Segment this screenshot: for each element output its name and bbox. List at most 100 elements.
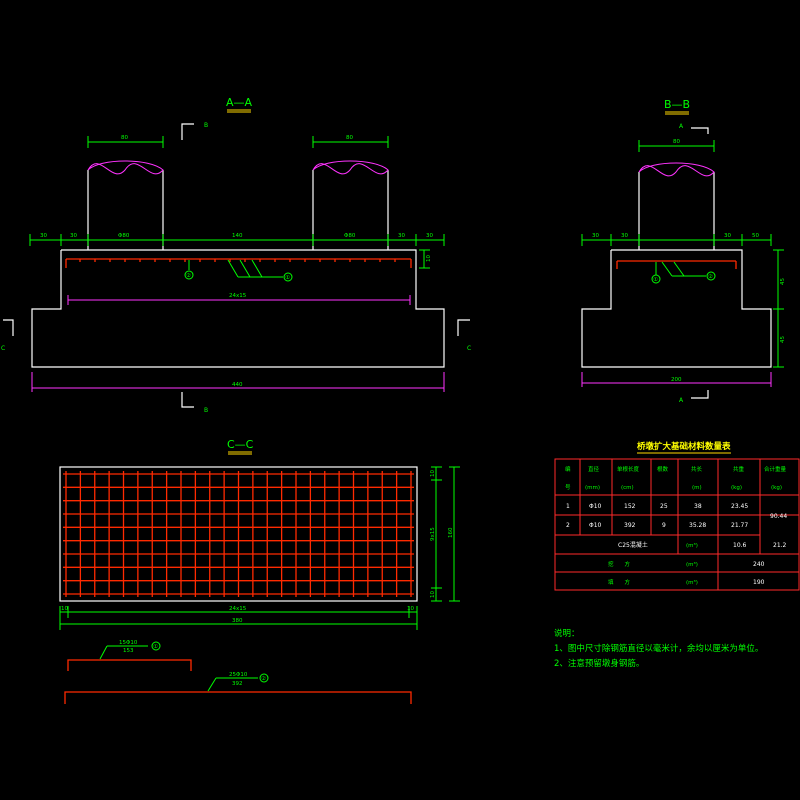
td-2-6: 21.77: [731, 522, 748, 529]
cc-dim-h10: 10: [430, 470, 436, 477]
td-2-1: 2: [566, 522, 570, 529]
bar-2-shape: [64, 691, 412, 704]
bb-callout-1: ①: [653, 277, 658, 283]
bb-col-break: [638, 162, 715, 177]
cc-dim-total: 380: [232, 618, 243, 624]
thsub-6: (kg): [731, 485, 742, 491]
td-fill-label: 填 方: [608, 578, 631, 586]
td-1-5: 38: [694, 503, 702, 510]
cc-dim-h160: 160: [448, 527, 454, 538]
th-1: 编: [565, 465, 571, 473]
bar-details: 15Φ10 153 ① 25Φ10 392 ②: [64, 640, 412, 704]
bb-dim-30b: 30: [621, 233, 628, 239]
section-aa-title: A—A: [226, 96, 253, 109]
aa-footing: [31, 249, 445, 368]
cut-mark-b-top: [181, 123, 194, 140]
aa-dim-phi1: Φ80: [118, 233, 130, 239]
bar-2-callout: ②: [261, 675, 266, 682]
notes-line-1: 1、图中尺寸除钢筋直径以毫米计，余均以厘米为单位。: [554, 643, 763, 654]
thsub-7: (kg): [771, 485, 782, 491]
thsub-1: 号: [565, 484, 571, 491]
bb-dim-h45a: 45: [780, 278, 786, 285]
aa-dim-30a: 30: [40, 233, 47, 239]
section-bb: B—B A A 80 30 30 30 50 ①: [581, 98, 786, 404]
td-concrete-label: C25混凝土: [618, 541, 648, 549]
td-excav-value: 240: [753, 561, 765, 568]
bb-dim-50: 50: [752, 233, 759, 239]
aa-columns: [87, 170, 389, 250]
cc-rebar-mesh: [63, 471, 414, 597]
cc-dim-r10: 10: [407, 606, 414, 612]
aa-callout-2: ②: [186, 272, 191, 279]
td-concrete-v1: 10.6: [733, 542, 747, 549]
aa-col2-break: [312, 160, 389, 175]
cc-dim-l10: 10: [61, 606, 68, 612]
thsub-3: (cm): [621, 485, 634, 491]
cc-outline: [59, 466, 418, 602]
cut-label-a-bottom: A: [679, 397, 684, 404]
th-5: 共长: [691, 465, 703, 473]
aa-dim-mid: 140: [232, 233, 243, 239]
bar-2-length: 392: [232, 681, 243, 687]
td-1-3: 152: [624, 503, 636, 510]
cc-dim-b10: 10: [430, 591, 436, 598]
th-4: 根数: [657, 465, 669, 473]
notes: 说明： 1、图中尺寸除钢筋直径以毫米计，余均以厘米为单位。 2、注意预留墩身钢筋…: [554, 628, 763, 669]
aa-dim-30b: 30: [70, 233, 77, 239]
aa-col1-break: [87, 160, 164, 175]
bb-col-width: 80: [673, 139, 680, 145]
aa-rebar-dots: [79, 259, 396, 262]
td-2-3: 392: [624, 522, 636, 529]
bar-1-length: 153: [123, 648, 134, 654]
notes-title: 说明：: [554, 628, 580, 639]
td-fill-value: 190: [753, 579, 765, 586]
notes-line-2: 2、注意预留墩身钢筋。: [554, 658, 644, 669]
td-2-2: Φ10: [589, 522, 602, 529]
section-bb-title: B—B: [664, 98, 690, 111]
td-total-weight: 90.44: [770, 513, 787, 520]
td-1-1: 1: [566, 503, 570, 510]
aa-dim-30c: 30: [398, 233, 405, 239]
cut-label-b-bottom: B: [204, 407, 208, 414]
td-excav-label: 挖 方: [608, 560, 631, 568]
aa-callout-1: ①: [285, 275, 290, 281]
bb-dim-30c: 30: [724, 233, 731, 239]
th-3: 单根长度: [617, 465, 640, 473]
aa-dim-30d: 30: [426, 233, 433, 239]
bar-2-spec: 25Φ10: [229, 672, 248, 678]
aa-dim-spacing: 24x15: [229, 293, 247, 299]
cut-mark-c-right: [457, 319, 470, 336]
th-2: 直径: [588, 465, 600, 473]
cut-label-c-left: C: [1, 345, 5, 352]
bar-1-callout: ①: [153, 644, 158, 650]
aa-col1-width: 80: [121, 135, 128, 141]
cut-label-b-top: B: [204, 122, 208, 129]
td-1-2: Φ10: [589, 503, 602, 510]
cc-dim-spacing: 24x15: [229, 606, 247, 612]
td-excav-unit: (m³): [686, 561, 698, 568]
table-title: 桥墩扩大基础材料数量表: [637, 441, 731, 452]
cut-mark-c-left: [3, 319, 14, 336]
td-concrete-unit: (m³): [686, 542, 698, 549]
cut-mark-b-bottom: [181, 392, 194, 408]
bb-dim-30a: 30: [592, 233, 599, 239]
aa-dim-phi2: Φ80: [344, 233, 356, 239]
thsub-5: (m): [692, 485, 702, 491]
thsub-2: (mm): [585, 485, 600, 491]
bb-dim-h45b: 45: [780, 336, 786, 343]
bb-dim-total: 200: [671, 377, 682, 383]
td-2-4: 9: [662, 522, 666, 529]
aa-dim-total: 440: [232, 382, 243, 388]
cc-dim-rebar-spacing: 9x15: [430, 527, 436, 541]
th-6: 共重: [733, 465, 745, 473]
td-2-5: 35.28: [689, 522, 706, 529]
aa-col2-width: 80: [346, 135, 353, 141]
td-fill-unit: (m³): [686, 579, 698, 586]
td-concrete-v2: 21.2: [773, 542, 787, 549]
section-cc: C—C 10 9x15 10 160 10 24x15 10 380: [59, 438, 460, 630]
th-7: 合计重量: [764, 465, 787, 473]
material-table: 桥墩扩大基础材料数量表 编 直径 单根长度 根数 共长 共重 合计重量 号 (m…: [554, 441, 800, 591]
bar-1-spec: 15Φ10: [119, 640, 138, 646]
td-1-6: 23.45: [731, 503, 748, 510]
